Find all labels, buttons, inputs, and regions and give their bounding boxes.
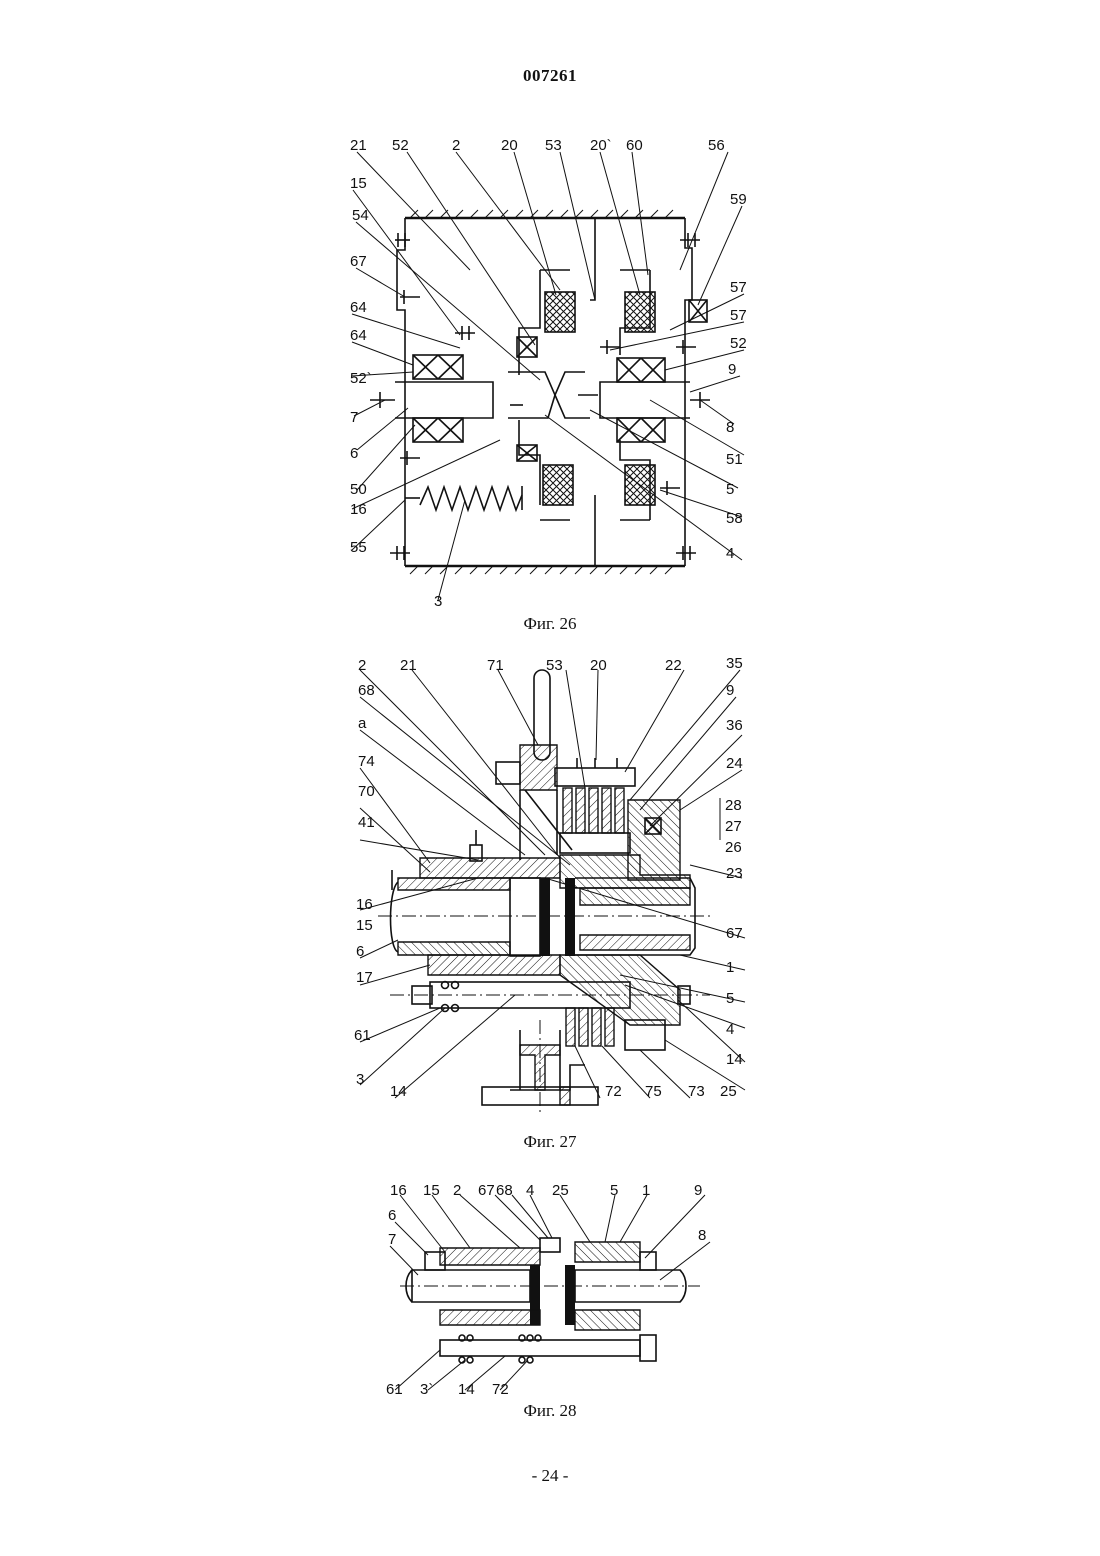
fig28-label-3-prime: 3`: [420, 1381, 433, 1398]
fig28-label-68: 68: [496, 1182, 513, 1199]
fig26-label-67: 67: [350, 253, 367, 270]
fig26-label-15: 15: [350, 175, 367, 192]
fig26-label-53: 53: [545, 137, 562, 154]
fig28-label-67: 67: [478, 1182, 495, 1199]
fig28-label-15: 15: [423, 1182, 440, 1199]
fig26-label-59: 59: [730, 191, 747, 208]
fig26-label-60: 60: [626, 137, 643, 154]
figure-27-diagram: 2 21 71 53 20 22 35 68 9 a 36 74 24 70 2…: [0, 650, 1100, 1130]
fig28-label-9: 9: [694, 1182, 702, 1199]
fig26-label-64a: 64: [350, 299, 367, 316]
fig28-label-7: 7: [388, 1231, 396, 1248]
fig26-label-8: 8: [726, 419, 734, 436]
fig28-label-61: 61: [386, 1381, 403, 1398]
fig26-label-16: 16: [350, 501, 367, 518]
fig28-label-14: 14: [458, 1381, 475, 1398]
fig26-label-52-prime: 52`: [350, 370, 372, 387]
fig27-label-25: 25: [720, 1083, 737, 1100]
fig26-label-58: 58: [726, 510, 743, 527]
fig27-label-14-right: 14: [726, 1051, 743, 1068]
fig27-label-71: 71: [487, 657, 504, 674]
fig27-label-41: 41: [358, 814, 375, 831]
fig27-label-70: 70: [358, 783, 375, 800]
fig27-label-9: 9: [726, 682, 734, 699]
fig27-label-68: 68: [358, 682, 375, 699]
fig28-label-4: 4: [526, 1182, 534, 1199]
fig26-label-52-right: 52: [730, 335, 747, 352]
fig26-label-56: 56: [708, 137, 725, 154]
fig26-label-51: 51: [726, 451, 743, 468]
fig27-label-67: 67: [726, 925, 743, 942]
fig27-label-6: 6: [356, 943, 364, 960]
fig26-label-57b: 57: [730, 307, 747, 324]
fig27-label-17: 17: [356, 969, 373, 986]
fig26-label-50: 50: [350, 481, 367, 498]
fig27-label-4: 4: [726, 1021, 734, 1038]
fig27-label-2: 2: [358, 657, 366, 674]
fig26-label-21: 21: [350, 137, 367, 154]
fig26-label-20: 20: [501, 137, 518, 154]
fig26-label-54: 54: [352, 207, 369, 224]
fig27-label-75: 75: [645, 1083, 662, 1100]
fig27-label-14-left: 14: [390, 1083, 407, 1100]
fig28-label-72: 72: [492, 1381, 509, 1398]
fig27-label-36: 36: [726, 717, 743, 734]
fig27-label-22: 22: [665, 657, 682, 674]
fig26-label-7: 7: [350, 409, 358, 426]
page-number: - 24 -: [0, 1466, 1100, 1486]
fig27-label-26: 26: [725, 839, 742, 856]
fig26-label-57a: 57: [730, 279, 747, 296]
fig26-label-2: 2: [452, 137, 460, 154]
fig27-label-20: 20: [590, 657, 607, 674]
fig26-label-64b: 64: [350, 327, 367, 344]
fig27-label-21: 21: [400, 657, 417, 674]
figure-26-caption: Фиг. 26: [0, 614, 1100, 634]
fig28-label-2: 2: [453, 1182, 461, 1199]
figure-28-caption: Фиг. 28: [0, 1401, 1100, 1421]
fig26-label-55: 55: [350, 539, 367, 556]
fig26-label-3: 3: [434, 593, 442, 610]
fig26-label-5: 5: [726, 481, 734, 498]
fig27-label-74: 74: [358, 753, 375, 770]
fig28-label-1: 1: [642, 1182, 650, 1199]
fig26-label-6: 6: [350, 445, 358, 462]
fig28-label-8: 8: [698, 1227, 706, 1244]
fig26-label-4: 4: [726, 545, 734, 562]
fig28-label-25: 25: [552, 1182, 569, 1199]
fig28-label-5: 5: [610, 1182, 618, 1199]
fig28-label-16: 16: [390, 1182, 407, 1199]
fig27-label-35: 35: [726, 655, 743, 672]
fig27-label-5: 5: [726, 990, 734, 1007]
fig27-label-16: 16: [356, 896, 373, 913]
fig27-label-73: 73: [688, 1083, 705, 1100]
fig26-label-9: 9: [728, 361, 736, 378]
fig27-label-24: 24: [726, 755, 743, 772]
fig27-label-28: 28: [725, 797, 742, 814]
fig27-label-23: 23: [726, 865, 743, 882]
figure-28-diagram: 16 15 2 67 68 4 25 5 1 9 6 8 7 61 3` 14 …: [0, 1170, 1100, 1410]
fig27-label-61: 61: [354, 1027, 371, 1044]
fig27-label-15: 15: [356, 917, 373, 934]
fig27-label-a: a: [358, 715, 367, 732]
fig27-label-72: 72: [605, 1083, 622, 1100]
fig26-label-52: 52: [392, 137, 409, 154]
fig27-label-1: 1: [726, 959, 734, 976]
figure-27-caption: Фиг. 27: [0, 1132, 1100, 1152]
fig28-label-6: 6: [388, 1207, 396, 1224]
figure-26-diagram: 21 52 2 20 53 20` 60 56 15 59 54 67 57 6…: [0, 0, 1100, 610]
fig27-label-27: 27: [725, 818, 742, 835]
fig27-label-53: 53: [546, 657, 563, 674]
fig27-label-3: 3: [356, 1071, 364, 1088]
fig26-label-20-prime: 20`: [590, 137, 612, 154]
